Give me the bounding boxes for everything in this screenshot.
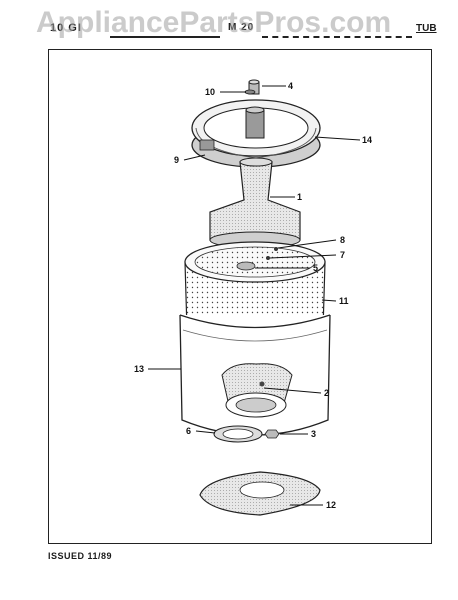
callout-9: 9 xyxy=(174,155,179,165)
part-cap-fitting xyxy=(248,79,260,95)
callout-11: 11 xyxy=(339,296,349,306)
page-header: 10 GI M 20 TUB xyxy=(0,0,458,46)
callout-10: 10 xyxy=(205,87,215,97)
diagram-frame xyxy=(48,49,432,544)
callout-7: 7 xyxy=(340,250,345,260)
leader-lines xyxy=(148,85,361,506)
callout-12: 12 xyxy=(326,500,336,510)
callout-3: 3 xyxy=(311,429,316,439)
issued-date: ISSUED 11/89 xyxy=(48,551,113,561)
model-code-left: 10 GI xyxy=(50,22,82,34)
callout-14: 14 xyxy=(362,135,372,145)
callout-6: 6 xyxy=(186,426,191,436)
part-balance-ring xyxy=(191,89,321,168)
callout-4: 4 xyxy=(288,81,293,91)
callout-1: 1 xyxy=(297,192,302,202)
callout-5: 5 xyxy=(313,263,318,273)
watermark-logo: AppliancePartsPros.com xyxy=(36,6,392,39)
part-gasket xyxy=(213,425,263,443)
callout-8: 8 xyxy=(340,235,345,245)
callout-13: 13 xyxy=(134,364,144,374)
model-code-middle: M 20 xyxy=(228,22,255,33)
section-title: TUB xyxy=(416,23,437,34)
callout-2: 2 xyxy=(324,388,329,398)
header-rule-left xyxy=(110,36,220,38)
header-rule-right xyxy=(262,36,412,38)
part-outer-tub xyxy=(179,314,331,436)
part-base-plate xyxy=(199,471,321,516)
part-nut xyxy=(264,429,280,439)
part-drive-hub xyxy=(209,157,301,249)
